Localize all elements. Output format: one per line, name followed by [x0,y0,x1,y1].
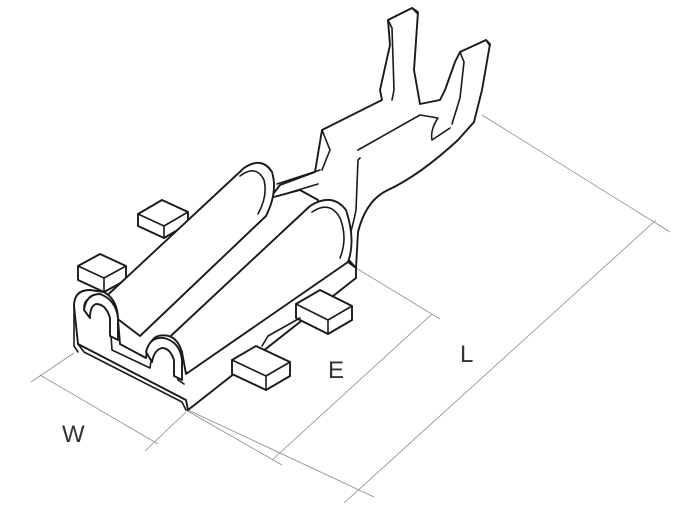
left-tab-edge [77,265,127,293]
wing-fold-1 [387,19,395,101]
wing-fold-3 [411,7,419,15]
front-tab-lower [231,345,291,391]
w-extension-right [144,411,187,452]
l-dimension-line [343,219,657,504]
e-dimension-label: E [328,357,344,384]
dimension-lines [30,114,671,504]
e-extension-left [185,409,283,466]
front-tab-upper [295,289,353,335]
rear-tab-upper-edge [137,211,189,239]
crimp-terminal [73,7,491,411]
underside-strip [261,317,301,347]
l-dimension-label: L [460,341,473,368]
right-roll-highlight [311,206,345,259]
w-dimension-line [39,374,159,445]
front-tab-upper-edge [295,303,353,335]
w-dimension-label: W [62,421,85,448]
wing-fold-4 [485,39,491,47]
base-channel-front [73,305,79,353]
left-roll-highlight [239,170,266,215]
e-dimension-line [271,313,433,461]
e-extension-top [355,267,441,320]
base-channel-bottom [77,343,187,411]
right-roll-opening [145,336,183,381]
wing-fold-2 [451,51,465,125]
neck-line [276,169,321,197]
l-extension-bottom [187,409,375,498]
l-extension-top [481,114,671,233]
left-roll-opening [83,293,119,341]
w-extension-left [30,352,75,383]
front-tab-lower-edge [231,359,291,391]
left-contact-roll [97,161,275,337]
right-contact-roll [159,199,353,387]
